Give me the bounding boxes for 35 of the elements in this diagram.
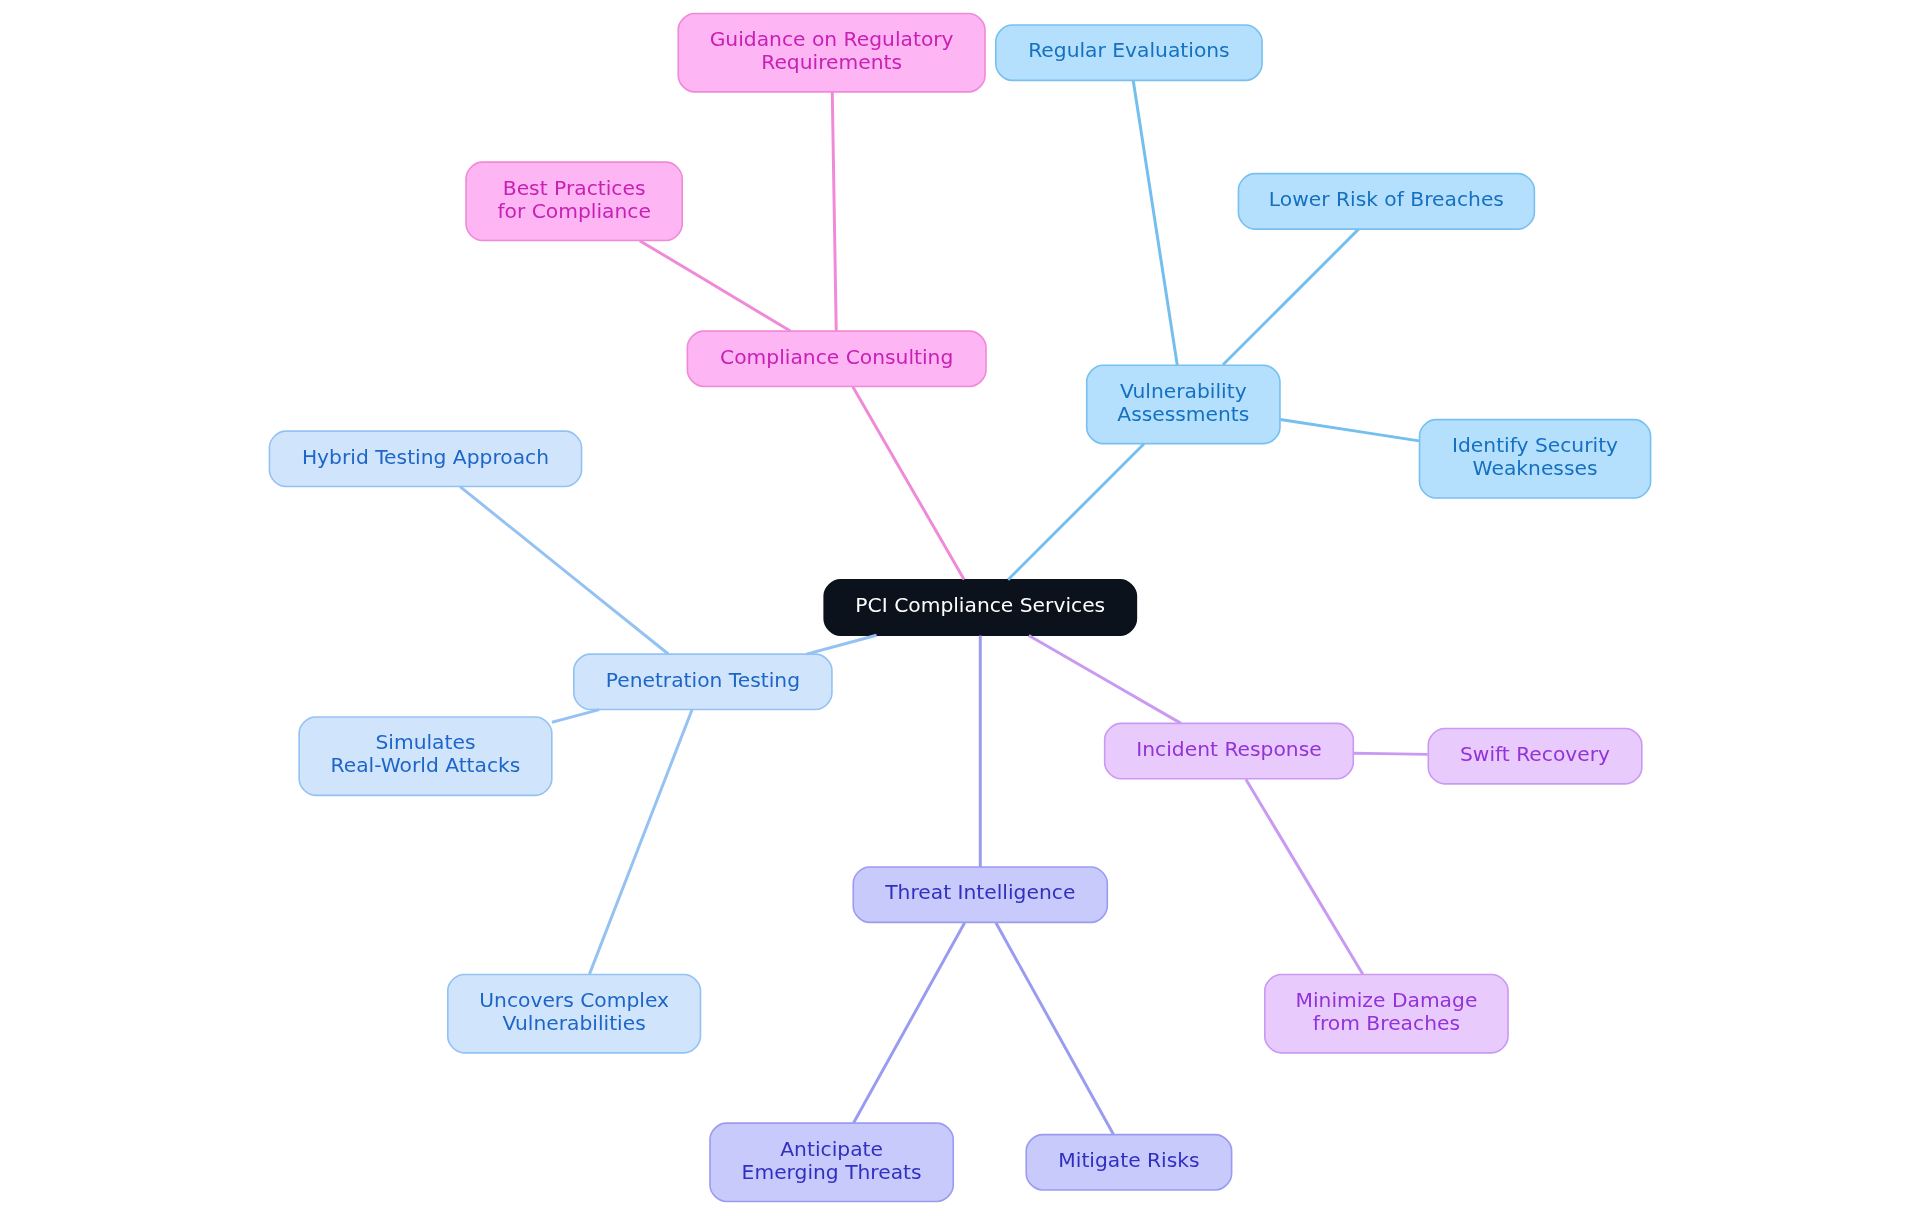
connector <box>1221 228 1360 366</box>
connector <box>551 708 600 724</box>
connector <box>588 709 694 975</box>
connector <box>851 386 966 581</box>
connector <box>1353 751 1428 756</box>
node-box: Identify Security Weaknesses <box>1418 418 1652 499</box>
connector <box>1244 778 1365 976</box>
connector <box>806 633 877 656</box>
node-box: Simulates Real-World Attacks <box>298 716 553 797</box>
node-box: Swift Recovery <box>1427 727 1643 785</box>
connector <box>1007 442 1146 581</box>
node-box: Uncovers Complex Vulnerabilities <box>447 973 702 1054</box>
node-box: PCI Compliance Services <box>823 579 1138 636</box>
node-box: Best Practices for Compliance <box>465 161 684 242</box>
connector <box>994 922 1115 1136</box>
node-box: Compliance Consulting <box>686 330 987 388</box>
connector <box>1028 634 1182 725</box>
node-box: Regular Evaluations <box>995 24 1263 82</box>
node-box: Guidance on Regulatory Requirements <box>677 12 986 93</box>
node-box: Mitigate Risks <box>1025 1133 1233 1191</box>
node-box: Anticipate Emerging Threats <box>709 1122 955 1203</box>
connector <box>1131 80 1179 366</box>
connector <box>830 91 838 332</box>
connector <box>1280 418 1420 443</box>
node-box: Penetration Testing <box>573 653 833 711</box>
node-box: Vulnerability Assessments <box>1085 364 1281 445</box>
node-box: Threat Intelligence <box>852 866 1109 924</box>
connector <box>459 485 670 656</box>
node-box: Lower Risk of Breaches <box>1237 172 1536 230</box>
connector <box>852 922 966 1124</box>
node-box: Minimize Damage from Breaches <box>1264 973 1509 1054</box>
node-box: Incident Response <box>1103 722 1355 780</box>
node-box: Hybrid Testing Approach <box>268 430 583 488</box>
connector <box>638 239 792 333</box>
connector <box>978 635 982 867</box>
